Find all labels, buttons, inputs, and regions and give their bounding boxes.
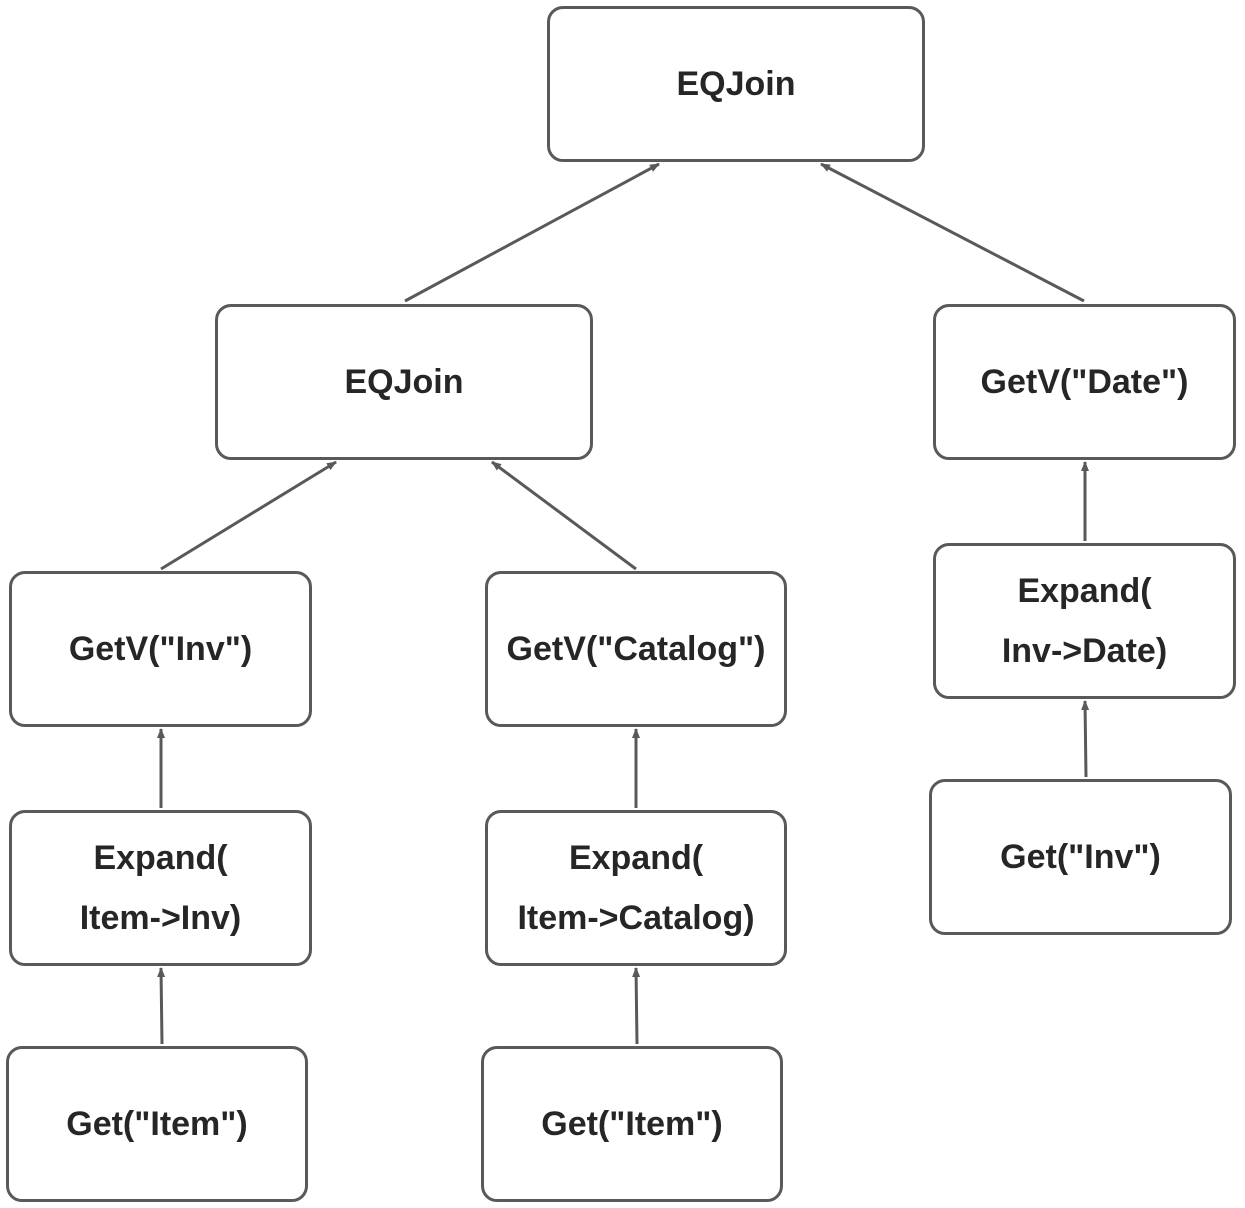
node-get-inv: Get("Inv")	[929, 779, 1232, 935]
node-label: EQJoin	[344, 363, 464, 401]
node-expand-inv-date: Expand( Inv->Date)	[933, 543, 1236, 699]
node-label: Get("Item")	[541, 1105, 723, 1143]
node-getv-inv: GetV("Inv")	[9, 571, 312, 727]
node-label: Get("Item")	[66, 1105, 248, 1143]
node-getv-date: GetV("Date")	[933, 304, 1236, 460]
node-label: Get("Inv")	[1000, 838, 1161, 876]
node-label: GetV("Date")	[980, 363, 1189, 401]
node-eqjoin-root: EQJoin	[547, 6, 925, 162]
edge-getv-date-to-root	[820, 162, 1085, 303]
edge-get-item-2-to-expand-catalog	[632, 967, 641, 1045]
node-expand-item-catalog: Expand( Item->Catalog)	[485, 810, 787, 966]
node-expand-item-inv: Expand( Item->Inv)	[9, 810, 312, 966]
node-label: GetV("Inv")	[68, 630, 253, 668]
node-label-line1: Expand(	[568, 839, 704, 877]
node-label: EQJoin	[676, 65, 796, 103]
node-label-line1: Expand(	[93, 839, 228, 877]
node-get-item-middle: Get("Item")	[481, 1046, 783, 1202]
node-label: GetV("Catalog")	[506, 630, 766, 668]
edge-join-left-to-root	[404, 162, 660, 303]
node-label-line2: Inv->Date)	[1001, 632, 1168, 670]
edge-get-item-1-to-expand-inv	[157, 967, 166, 1045]
node-label-line1: Expand(	[1017, 572, 1152, 610]
node-eqjoin-left: EQJoin	[215, 304, 593, 460]
node-label-line2: Item->Catalog)	[517, 899, 755, 937]
node-label-line2: Item->Inv)	[79, 899, 242, 937]
node-get-item-left: Get("Item")	[6, 1046, 308, 1202]
node-getv-catalog: GetV("Catalog")	[485, 571, 787, 727]
edge-getv-inv-to-join-left	[160, 460, 337, 571]
edge-get-inv-to-expand-date	[1081, 700, 1090, 778]
edge-getv-catalog-to-join-left	[491, 460, 637, 571]
